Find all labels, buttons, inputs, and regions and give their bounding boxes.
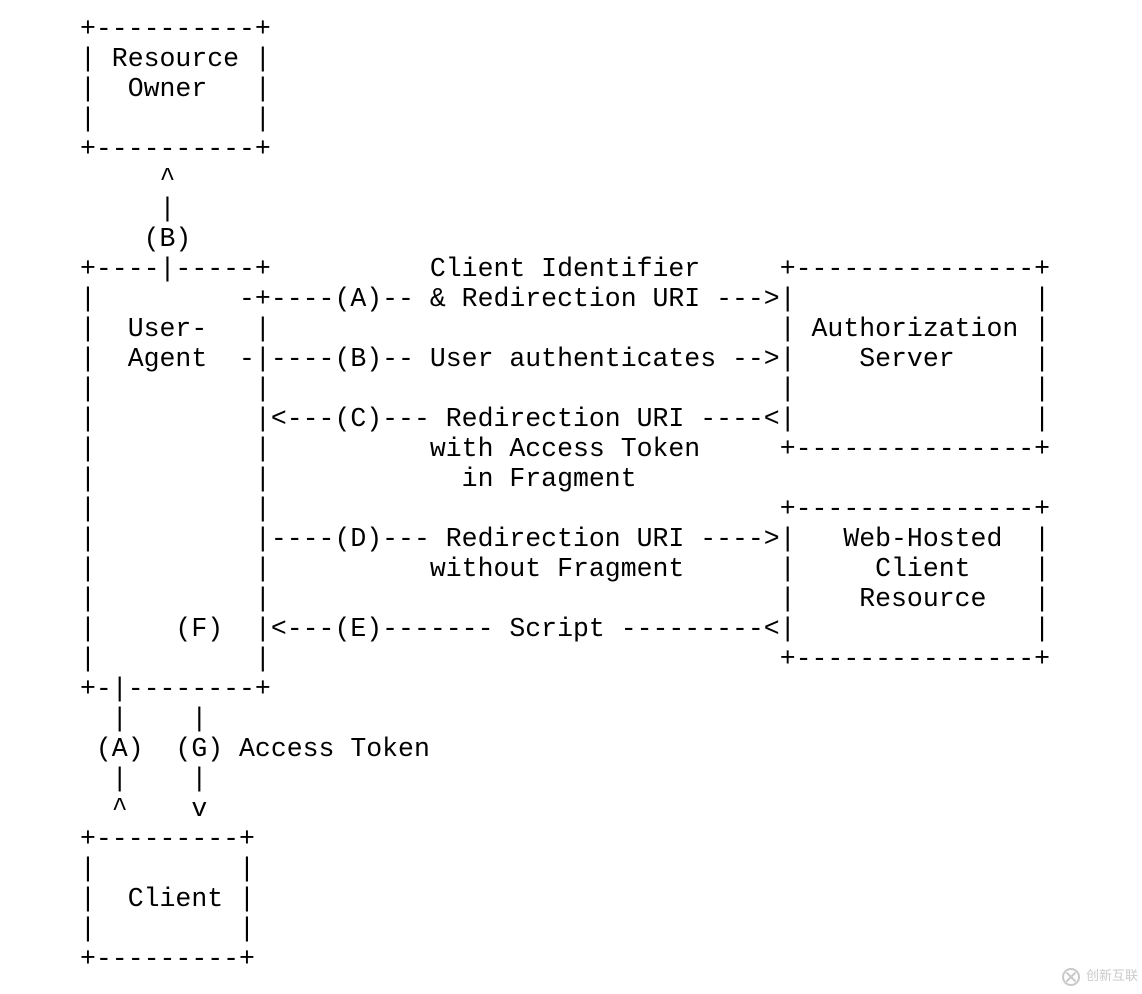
diagram-line-client-blank-2: | | [80,914,255,944]
diagram-line-resource-owner-bottom: +----------+ [80,134,271,164]
diagram-line-client-arrows-labels: (A) (G) Access Token [80,734,430,764]
diagram-line-client-arrows-1: | | [80,704,208,734]
diagram-line-resource-owner-top: +----------+ [80,14,271,44]
watermark: 创新互联 [1060,966,1138,988]
diagram-line-spacer-1: | | | | [80,374,1051,404]
diagram-line-web-hosted-top: | | +---------------+ [80,494,1051,524]
cdcxhl-logo-icon [1060,966,1082,988]
diagram-line-arrow-shaft: | [80,194,176,224]
diagram-line-client-arrowheads: ^ v [80,794,208,824]
diagram-line-step-a: | -+----(A)-- & Redirection URI --->| | [80,284,1051,314]
diagram-line-step-c-detail-1: | | with Access Token +---------------+ [80,434,1051,464]
diagram-line-client-blank-1: | | [80,854,255,884]
oauth-implicit-flow-ascii-diagram: +----------+| Resource || Owner || |+---… [80,14,1050,974]
diagram-line-client-arrows-2: | | [80,764,208,794]
diagram-line-client-top: +---------+ [80,824,255,854]
diagram-line-arrow-up: ^ [80,164,176,194]
watermark-text: 创新互联 [1085,969,1138,984]
diagram-line-user-agent-label-1: | User- | | Authorization | [80,314,1051,344]
diagram-line-step-b-label: (B) [80,224,192,254]
diagram-line-client-bottom: +---------+ [80,944,255,974]
diagram-line-web-hosted-bottom: | | +---------------+ [80,644,1051,674]
diagram-line-web-hosted-label: | | | Resource | [80,584,1051,614]
diagram-line-resource-owner-label-2: | Owner | [80,74,271,104]
diagram-line-step-c: | |<---(C)--- Redirection URI ----<| | [80,404,1051,434]
diagram-line-step-b: | Agent -|----(B)-- User authenticates -… [80,344,1051,374]
diagram-line-resource-owner-blank: | | [80,104,271,134]
diagram-line-step-c-detail-2: | | in Fragment [80,464,637,494]
diagram-line-client-label: | Client | [80,884,255,914]
diagram-line-user-agent-bottom: +-|--------+ [80,674,271,704]
diagram-line-user-agent-top: +----|-----+ Client Identifier +--------… [80,254,1051,284]
diagram-line-resource-owner-label-1: | Resource | [80,44,271,74]
diagram-line-step-d-detail: | | without Fragment | Client | [80,554,1051,584]
diagram-line-step-d: | |----(D)--- Redirection URI ---->| Web… [80,524,1051,554]
diagram-line-step-e: | (F) |<---(E)------- Script ---------<|… [80,614,1051,644]
